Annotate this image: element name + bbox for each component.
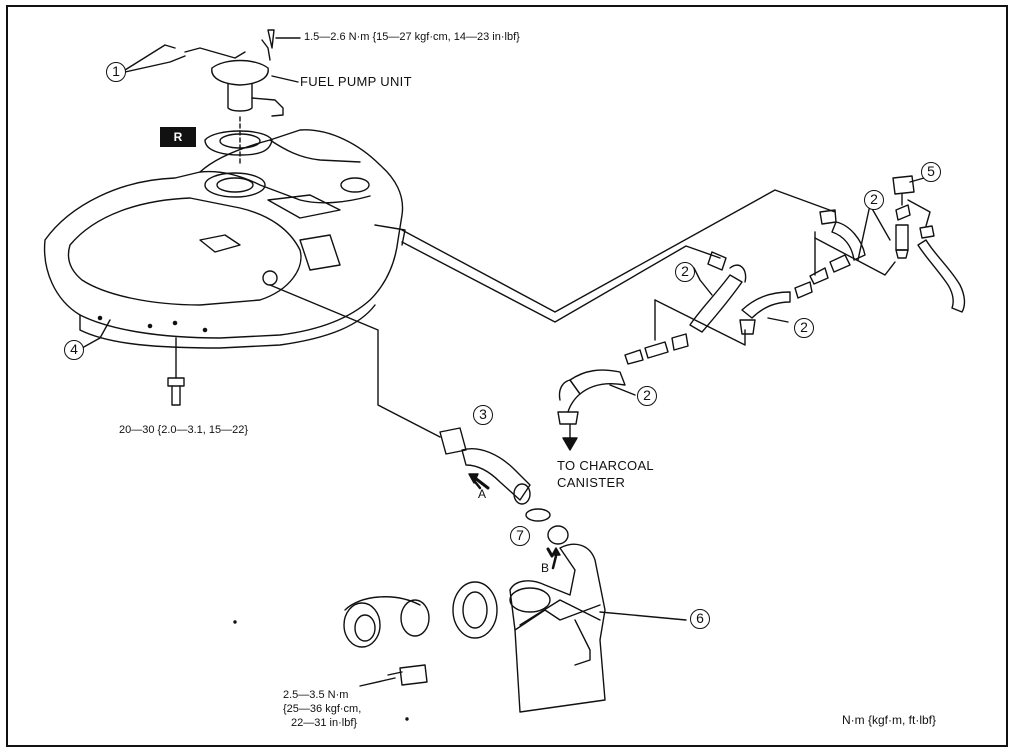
filler-hose: [439, 427, 531, 505]
tank-bolt-torque-label: 20—30 {2.0—3.1, 15—22}: [119, 424, 249, 436]
gasket: [204, 130, 273, 156]
tank-bolt: [167, 337, 185, 406]
callout-3: 3: [473, 405, 493, 425]
filler-torque-line-1: 2.5—3.5 N·m: [283, 689, 349, 701]
units-note: N·m {kgf·m, ft·lbf}: [842, 713, 937, 727]
filler-torque-label: 2.5—3.5 N·m {25—36 kgf·cm, 22—31 in·lbf}: [283, 688, 361, 730]
pump-torque-label: 1.5—2.6 N·m {15—27 kgf·cm, 14—23 in·lbf}: [304, 31, 520, 43]
evap-hoses: [557, 175, 966, 451]
to-charcoal-label: TO CHARCOAL: [557, 458, 654, 473]
filler-gasket: [452, 581, 498, 639]
callout-2-lower: 2: [637, 386, 657, 406]
filler-screw: [359, 664, 428, 687]
filler-cap: [343, 596, 430, 648]
callout-4: 4: [64, 340, 84, 360]
filler-torque-line-3: 22—31 in·lbf}: [291, 717, 358, 729]
canister-label: CANISTER: [557, 475, 626, 490]
callout-2-upper: 2: [675, 262, 695, 282]
callout-1: 1: [106, 62, 126, 82]
filler-torque-line-2: {25—36 kgf·cm,: [283, 703, 362, 715]
callout-7: 7: [510, 526, 530, 546]
fuel-pump-unit: [184, 29, 284, 166]
filler-neck: [509, 543, 606, 713]
callout-2-right: 2: [864, 190, 884, 210]
arrow-b-label: B: [541, 561, 550, 575]
callout-2-middle: 2: [794, 318, 814, 338]
clamp: [525, 508, 569, 558]
callout-5: 5: [921, 162, 941, 182]
fuel-tank: [43, 129, 406, 349]
callout-6: 6: [690, 609, 710, 629]
fuel-pump-unit-label: FUEL PUMP UNIT: [300, 74, 412, 89]
arrow-a-label: A: [478, 487, 487, 501]
replace-marker: R: [160, 127, 196, 147]
